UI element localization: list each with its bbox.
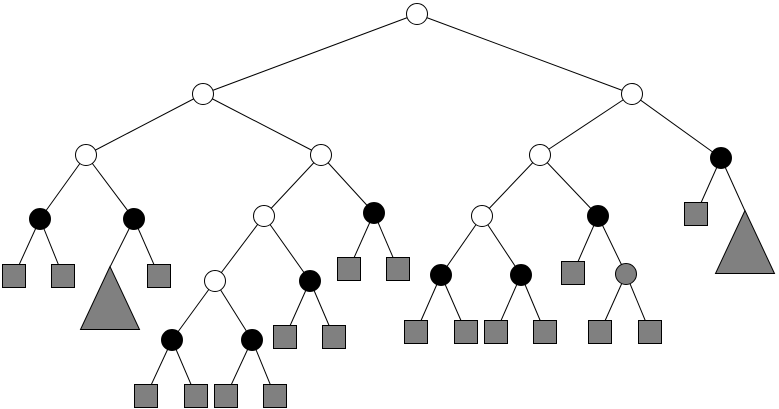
- leaf-square-node: [51, 264, 75, 288]
- filled-circle-node: [710, 147, 732, 169]
- tree-edge: [202, 93, 322, 156]
- filled-circle-node: [123, 208, 145, 230]
- filled-circle-node: [299, 270, 321, 292]
- subtree-triangle-node: [79, 265, 141, 330]
- tree-edge: [39, 154, 87, 220]
- leaf-square-node: [214, 384, 238, 408]
- filled-circle-node: [430, 264, 452, 286]
- leaf-square-node: [337, 257, 361, 281]
- tree-edge: [539, 93, 633, 156]
- leaf-square-node: [2, 264, 26, 288]
- tree-edge: [416, 13, 633, 95]
- leaf-square-node: [263, 384, 287, 408]
- leaf-square-node: [684, 202, 708, 226]
- tree-edge: [631, 93, 722, 159]
- tree-edge: [202, 13, 418, 95]
- tree-edge: [539, 154, 599, 217]
- leaf-square-node: [147, 264, 171, 288]
- tree-edge: [214, 215, 265, 282]
- leaf-square-node: [404, 320, 428, 344]
- tree-edge: [481, 215, 522, 276]
- tree-edge: [320, 154, 375, 214]
- open-circle-node: [192, 83, 214, 105]
- filled-circle-node: [241, 329, 263, 351]
- open-circle-node: [253, 205, 275, 227]
- open-circle-node: [406, 3, 428, 25]
- filled-circle-node: [363, 202, 385, 224]
- tree-nodes: [2, 3, 776, 408]
- open-circle-node: [471, 205, 493, 227]
- leaf-square-node: [484, 320, 508, 344]
- open-circle-node: [204, 270, 226, 292]
- filled-circle-node: [161, 329, 183, 351]
- leaf-square-node: [184, 384, 208, 408]
- subtree-triangle-node: [714, 209, 776, 274]
- tree-edge: [481, 154, 541, 217]
- tree-edge: [440, 215, 483, 276]
- leaf-square-node: [134, 384, 158, 408]
- filled-circle-node: [587, 205, 609, 227]
- filled-circle-node: [29, 208, 51, 230]
- leaf-square-node: [533, 320, 557, 344]
- open-circle-node: [621, 83, 643, 105]
- open-circle-node: [310, 144, 332, 166]
- leaf-square-node: [322, 325, 346, 349]
- leaf-square-node: [386, 257, 410, 281]
- tree-edge: [171, 280, 216, 341]
- filled-circle-node: [510, 264, 532, 286]
- gray-circle-node: [615, 263, 637, 285]
- tree-edge: [263, 154, 322, 217]
- leaf-square-node: [273, 325, 297, 349]
- tree-edge: [85, 93, 204, 156]
- tree-edge: [85, 154, 135, 220]
- tree-edge: [214, 280, 253, 341]
- leaf-square-node: [454, 320, 478, 344]
- open-circle-node: [75, 144, 97, 166]
- leaf-square-node: [561, 261, 585, 285]
- tree-edge: [263, 215, 311, 282]
- open-circle-node: [529, 144, 551, 166]
- leaf-square-node: [588, 320, 612, 344]
- leaf-square-node: [638, 320, 662, 344]
